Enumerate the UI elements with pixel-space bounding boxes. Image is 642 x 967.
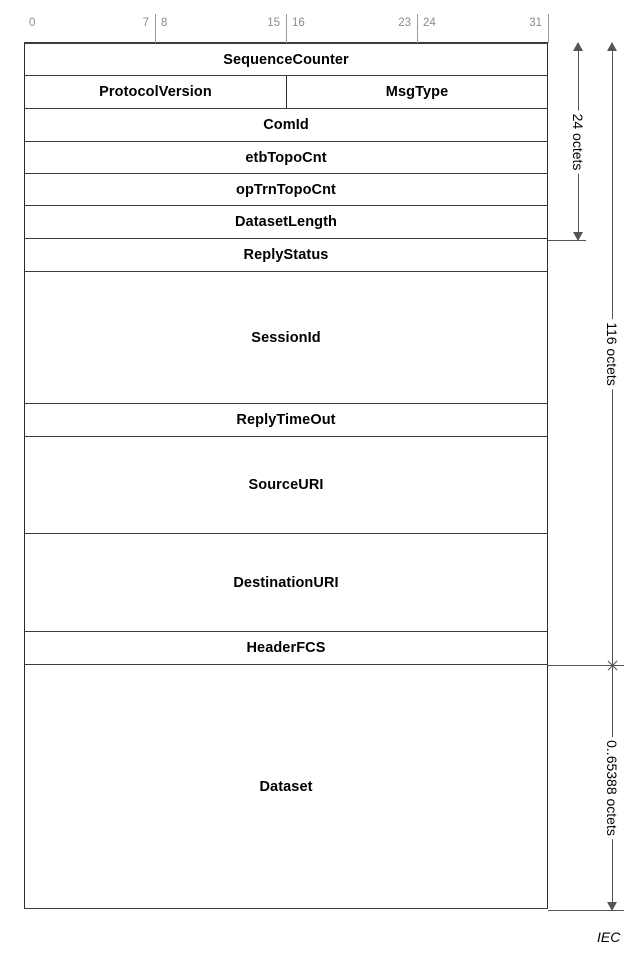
packet-field-label: ComId: [263, 117, 309, 133]
packet-field-sourceuri: SourceURI: [24, 437, 548, 534]
measure-label-116-octets: 116 octets: [602, 319, 622, 389]
packet-field-optrntopocnt: opTrnTopoCnt: [24, 174, 548, 206]
arrow-down-icon: [607, 902, 617, 911]
packet-field-label: ProtocolVersion: [99, 84, 212, 100]
packet-field-table: SequenceCounter ProtocolVersion MsgType …: [24, 43, 548, 909]
packet-field-label: ReplyTimeOut: [236, 412, 336, 428]
bit-ruler-tick-high-3: 31: [529, 17, 542, 29]
packet-field-label: ReplyStatus: [243, 247, 329, 263]
measure-label-24-octets: 24 octets: [568, 110, 588, 173]
bit-ruler-tick-low-3: 24: [423, 17, 436, 29]
packet-field-etbtopocnt: etbTopoCnt: [24, 142, 548, 174]
packet-field-destinationuri: DestinationURI: [24, 534, 548, 632]
packet-field-sequencecounter: SequenceCounter: [24, 43, 548, 76]
packet-field-label: DestinationURI: [233, 574, 339, 591]
packet-field-label: HeaderFCS: [246, 640, 326, 656]
bit-ruler-tick-low-1: 8: [161, 17, 168, 29]
bit-ruler-segment-2: 16 23: [286, 14, 417, 43]
packet-field-label: SessionId: [251, 329, 321, 346]
bit-ruler-tick-low-0: 0: [29, 17, 36, 29]
arrow-up-icon: [607, 42, 617, 51]
packet-field-protocolversion-msgtype: ProtocolVersion MsgType: [24, 76, 548, 109]
iec-footer-mark: IEC: [597, 929, 621, 945]
packet-field-label: SequenceCounter: [223, 51, 349, 68]
packet-field-datasetlength: DatasetLength: [24, 206, 548, 239]
packet-field-replystatus: ReplyStatus: [24, 239, 548, 272]
bit-ruler-segment-3: 24 31: [417, 14, 548, 43]
packet-field-label: SourceURI: [248, 477, 324, 493]
measure-leader-line-24: [548, 240, 586, 241]
packet-field-label: Dataset: [259, 778, 313, 795]
measure-leader-line-116: [548, 665, 624, 666]
bit-ruler-segment-1: 8 15: [155, 14, 286, 43]
bit-ruler-end-tick: [548, 14, 549, 43]
bit-ruler-tick-high-0: 7: [142, 17, 149, 29]
arrow-down-icon: [573, 232, 583, 241]
packet-field-label: opTrnTopoCnt: [236, 181, 336, 198]
measure-label-dataset-octets: 0..65388 octets: [602, 736, 622, 839]
bit-ruler-tick-high-2: 23: [398, 17, 411, 29]
bit-ruler: 0 7 8 15 16 23 24 31: [24, 14, 548, 43]
packet-subfield-msgtype: MsgType: [286, 76, 547, 108]
packet-field-label: MsgType: [385, 84, 449, 100]
packet-subfield-protocolversion: ProtocolVersion: [25, 76, 286, 108]
bit-ruler-segment-0: 0 7: [24, 14, 155, 43]
packet-field-sessionid: SessionId: [24, 272, 548, 404]
bit-ruler-tick-low-2: 16: [292, 17, 305, 29]
packet-field-label: DatasetLength: [234, 214, 337, 230]
packet-field-replytimeout: ReplyTimeOut: [24, 404, 548, 437]
arrow-up-icon: [573, 42, 583, 51]
packet-field-comid: ComId: [24, 109, 548, 142]
packet-field-headerfcs: HeaderFCS: [24, 632, 548, 665]
packet-field-dataset: Dataset: [24, 665, 548, 909]
measure-leader-line-dataset-bottom: [548, 910, 624, 911]
packet-field-label: etbTopoCnt: [245, 149, 327, 166]
bit-ruler-tick-high-1: 15: [267, 17, 280, 29]
